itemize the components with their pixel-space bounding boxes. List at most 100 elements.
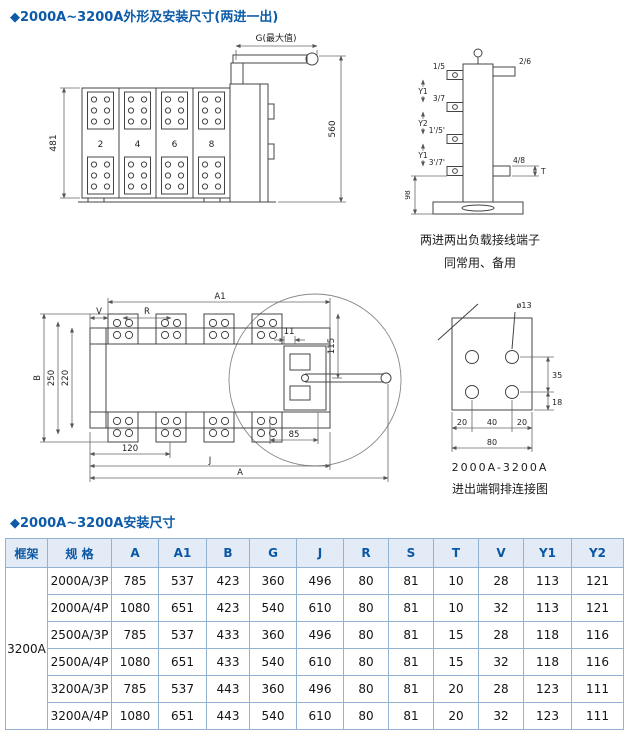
dim-481-label: 481: [49, 134, 59, 151]
table-row: 2500A/3P 785 537 433 360 496 80 81 15 28…: [6, 621, 624, 649]
value-cell: 443: [206, 675, 250, 703]
value-cell: 443: [206, 702, 250, 730]
value-cell: 360: [249, 621, 297, 649]
table-row: 3200A/3P 785 537 443 360 496 80 81 20 28…: [6, 675, 624, 703]
dim-120-label: 120: [122, 444, 138, 454]
top-view-dim-lines: [40, 298, 389, 482]
front-view-geometry: [78, 52, 319, 203]
header-col-r: R: [343, 538, 389, 568]
value-cell: 80: [343, 621, 389, 649]
dim-y1b-label: Y1: [417, 151, 428, 160]
value-cell: 80: [343, 594, 389, 622]
value-cell: 80: [343, 648, 389, 676]
dim-r-label: R: [144, 307, 150, 317]
value-cell: 123: [523, 675, 572, 703]
dim-35-label: 35: [552, 371, 562, 380]
value-cell: 651: [158, 648, 207, 676]
value-cell: 537: [158, 621, 207, 649]
dim-115-label: 115: [327, 338, 337, 354]
dim-20b-label: 20: [517, 418, 527, 427]
dim-y1-label: Y1: [417, 87, 428, 96]
value-cell: 32: [478, 594, 524, 622]
dimension-table: 框架 规 格 A A1 B G J R S T V Y1 Y2 3200A 20…: [5, 538, 624, 730]
busbar-detail-drawing: ø13 35 18 20 40 20 80: [437, 301, 562, 452]
side-view-dim-lines: [411, 79, 539, 215]
value-cell: 123: [523, 702, 572, 730]
value-cell: 80: [343, 567, 389, 595]
top-view-geometry: [89, 293, 402, 467]
spec-cell: 3200A/4P: [47, 702, 112, 730]
value-cell: 20: [433, 675, 479, 703]
value-cell: 610: [296, 648, 344, 676]
value-cell: 1080: [111, 648, 159, 676]
pole-number-6: 6: [172, 140, 178, 150]
dim-18-label: 18: [552, 398, 562, 407]
pole-number-8: 8: [209, 140, 215, 150]
value-cell: 28: [478, 567, 524, 595]
value-cell: 785: [111, 675, 159, 703]
header-spec: 规 格: [47, 538, 112, 568]
value-cell: 111: [571, 675, 624, 703]
value-cell: 785: [111, 567, 159, 595]
dim-v-label: V: [96, 307, 102, 317]
dim-g-label: G(最大值): [256, 32, 297, 44]
value-cell: 496: [296, 675, 344, 703]
value-cell: 81: [388, 675, 434, 703]
dim-t-label: T: [540, 167, 546, 176]
value-cell: 81: [388, 621, 434, 649]
top-view-drawing: A1 V R B 250 220 115 11 85 120 J A: [33, 292, 402, 482]
spec-cell: 2500A/4P: [47, 648, 112, 676]
dim-11-label: 11: [284, 327, 295, 337]
value-cell: 423: [206, 567, 250, 595]
spec-cell: 2000A/3P: [47, 567, 112, 595]
value-cell: 80: [343, 675, 389, 703]
front-view-labels: G(最大值) 481 560 2 4 6 8: [49, 32, 338, 152]
side-view-geometry: [432, 48, 524, 215]
front-view-drawing: G(最大值) 481 560 2 4 6 8: [49, 32, 346, 203]
value-cell: 1080: [111, 594, 159, 622]
value-cell: 81: [388, 567, 434, 595]
table-row: 2000A/4P 1080 651 423 540 610 80 81 10 3…: [6, 594, 624, 622]
value-cell: 111: [571, 702, 624, 730]
terminal-label-4-8: 4/8: [513, 156, 525, 165]
value-cell: 1080: [111, 702, 159, 730]
busbar-geometry: [437, 303, 533, 411]
value-cell: 81: [388, 648, 434, 676]
dim-a-label: A: [237, 468, 243, 478]
value-cell: 10: [433, 594, 479, 622]
value-cell: 121: [571, 594, 624, 622]
header-col-s: S: [388, 538, 434, 568]
dim-b-label: B: [33, 375, 43, 381]
value-cell: 20: [433, 702, 479, 730]
value-cell: 496: [296, 567, 344, 595]
dim-85-label: 85: [289, 430, 300, 440]
header-col-a: A: [111, 538, 159, 568]
terminal-label-3p-7p: 3'/7': [429, 158, 445, 167]
busbar-labels: ø13 35 18 20 40 20 80: [457, 301, 562, 447]
header-col-j: J: [296, 538, 344, 568]
terminal-label-2-6: 2/6: [519, 57, 531, 66]
value-cell: 28: [478, 621, 524, 649]
dim-j-label: J: [208, 456, 212, 466]
value-cell: 360: [249, 567, 297, 595]
value-cell: 540: [249, 594, 297, 622]
value-cell: 15: [433, 648, 479, 676]
value-cell: 610: [296, 594, 344, 622]
frame-cell: 3200A: [5, 567, 48, 730]
value-cell: 15: [433, 621, 479, 649]
dim-y2-label: Y2: [417, 119, 428, 128]
side-view-drawing: Y1 Y2 Y1 1/5 3/7 1'/5' 3'/7' 2/6 4/8 T 9…: [405, 48, 546, 215]
terminal-label-1-5: 1/5: [433, 62, 445, 71]
value-cell: 28: [478, 675, 524, 703]
hole-diameter-label: ø13: [516, 301, 531, 310]
value-cell: 116: [571, 648, 624, 676]
value-cell: 80: [343, 702, 389, 730]
value-cell: 537: [158, 675, 207, 703]
pole-number-2: 2: [98, 140, 104, 150]
dim-560-label: 560: [328, 120, 338, 137]
busbar-caption-2: 进出端铜排连接图: [451, 482, 548, 496]
dim-80-label: 80: [487, 438, 497, 447]
spec-cell: 2500A/3P: [47, 621, 112, 649]
value-cell: 540: [249, 648, 297, 676]
header-col-b: B: [206, 538, 250, 568]
